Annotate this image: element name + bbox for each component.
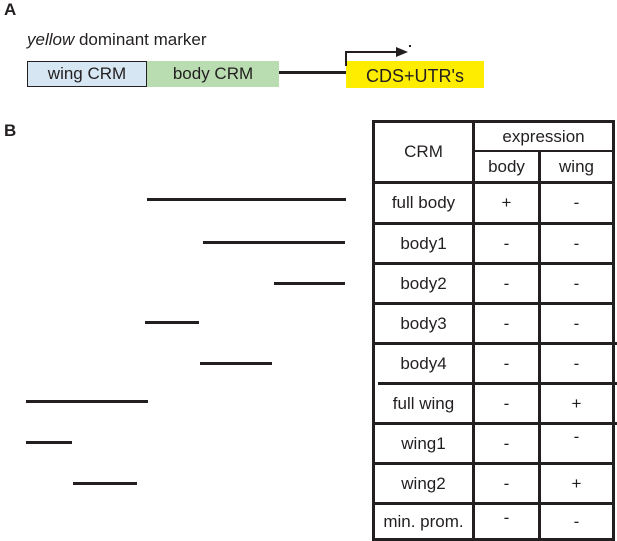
row-body-value: - bbox=[503, 313, 510, 333]
row-wing-value: - bbox=[573, 233, 580, 253]
row-crm-name: body2 bbox=[400, 273, 447, 293]
row-body-value: - bbox=[503, 273, 510, 293]
row-crm-name: wing2 bbox=[401, 473, 446, 493]
body-crm-box: body CRM bbox=[147, 61, 279, 87]
fragment-full-body bbox=[147, 198, 346, 201]
panel-b-label: B bbox=[4, 121, 17, 140]
table-row-line bbox=[378, 382, 617, 385]
stray-dot bbox=[409, 45, 411, 47]
row-wing-value: + bbox=[571, 473, 582, 493]
row-wing-value: - bbox=[573, 426, 580, 446]
row-crm-name: full body bbox=[391, 193, 456, 212]
row-crm-name: body1 bbox=[400, 233, 447, 253]
row-body-value: - bbox=[503, 393, 510, 413]
table-row-line bbox=[372, 262, 615, 265]
row-body-value: - bbox=[503, 507, 510, 527]
header-wing: wing bbox=[559, 156, 594, 176]
intron-connector-line bbox=[279, 71, 346, 74]
table-divider-body-wing bbox=[538, 150, 541, 541]
wing-crm-box: wing CRM bbox=[27, 61, 147, 87]
row-crm-name: wing1 bbox=[401, 433, 446, 453]
header-crm: CRM bbox=[404, 142, 443, 161]
body-crm-label: body CRM bbox=[172, 64, 254, 83]
row-wing-value: - bbox=[573, 193, 580, 212]
row-wing-value: + bbox=[571, 393, 582, 413]
header-expression: expression bbox=[502, 126, 585, 146]
row-wing-value: - bbox=[573, 273, 580, 293]
row-body-value: - bbox=[503, 473, 510, 493]
panel-a-title-rest: dominant marker bbox=[74, 30, 207, 49]
table-border-left bbox=[372, 120, 375, 541]
fragment-wing2 bbox=[73, 482, 137, 485]
table-header-split bbox=[472, 150, 615, 152]
table-border-bottom bbox=[372, 538, 615, 541]
fragment-full-wing bbox=[26, 400, 148, 403]
row-crm-name: body4 bbox=[400, 353, 447, 373]
row-body-value: - bbox=[503, 353, 510, 373]
row-wing-value: - bbox=[573, 511, 580, 531]
cds-label: CDS+UTR's bbox=[366, 66, 464, 86]
table-border-right bbox=[612, 120, 615, 541]
panel-a-label: A bbox=[4, 0, 17, 19]
yellow-gene-name: yellow bbox=[27, 30, 75, 49]
fragment-body2 bbox=[274, 282, 345, 285]
table-row-line bbox=[372, 342, 617, 345]
table-header-bottom bbox=[372, 181, 615, 184]
header-body: body bbox=[488, 156, 525, 176]
cds-box: CDS+UTR's bbox=[346, 61, 484, 88]
panel-a-title: yellow dominant marker bbox=[27, 30, 207, 50]
row-wing-value: - bbox=[573, 313, 580, 333]
fragment-wing1 bbox=[26, 441, 72, 444]
wing-crm-label: wing CRM bbox=[47, 64, 127, 83]
row-crm-name: body3 bbox=[400, 313, 447, 333]
table-row-line bbox=[372, 502, 615, 505]
transcription-start-arrow-icon bbox=[345, 47, 408, 66]
fragment-body1 bbox=[203, 241, 345, 244]
table-row-line bbox=[372, 302, 615, 305]
row-wing-value: - bbox=[573, 353, 580, 373]
fragment-body4 bbox=[200, 362, 272, 365]
row-crm-name: min. prom. bbox=[383, 511, 464, 531]
table-row-line bbox=[372, 422, 617, 425]
table-row-line bbox=[372, 462, 615, 465]
table-border-top bbox=[372, 120, 615, 123]
row-crm-name: full wing bbox=[392, 393, 455, 413]
row-body-value: - bbox=[503, 233, 510, 253]
row-body-value: + bbox=[501, 193, 512, 212]
table-divider-crm bbox=[472, 120, 475, 541]
row-body-value: - bbox=[503, 433, 510, 453]
table-row-line bbox=[372, 222, 615, 225]
fragment-body3 bbox=[145, 321, 199, 324]
